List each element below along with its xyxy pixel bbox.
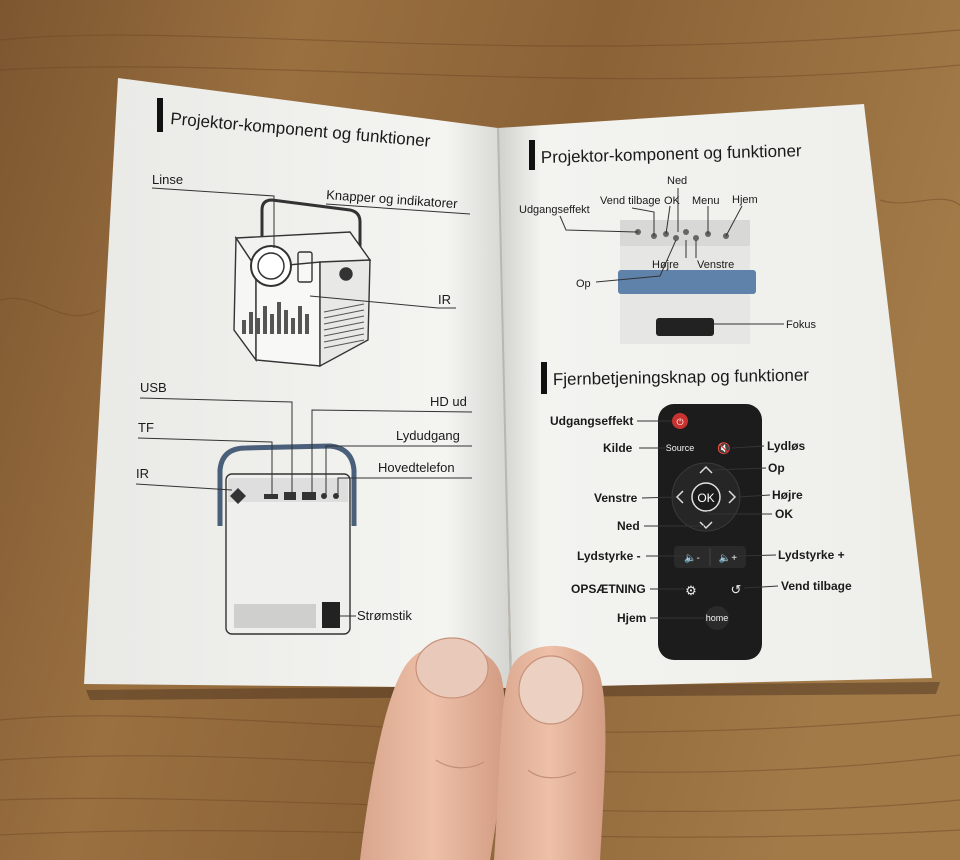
label-ir-front: IR [438, 292, 451, 307]
label-power-socket: Strømstik [357, 608, 412, 623]
title-bar-marker-remote [541, 362, 547, 394]
left-thumbnail [415, 637, 489, 699]
label-headphone: Hovedtelefon [378, 460, 455, 475]
volume-down-icon: 🔈- [684, 553, 700, 564]
panel-label-down: Ned [667, 175, 687, 187]
chevron-up-icon [699, 465, 713, 474]
left-thumb [360, 644, 505, 860]
remote-label-source: Kilde [603, 441, 633, 455]
remote-label-back: Vend tilbage [781, 579, 852, 593]
mute-icon: 🔇 [717, 442, 731, 455]
panel-label-menu: Menu [692, 195, 720, 207]
remote-power-button [672, 413, 688, 429]
remote-label-volume-down: Lydstyrke - [577, 549, 641, 563]
remote-key-source: Source [666, 443, 695, 453]
speaker-grille-front [242, 302, 309, 334]
book-spine [497, 127, 512, 689]
panel-label-up: Op [576, 278, 591, 290]
remote-label-up: Op [768, 461, 785, 475]
remote-ok-button [691, 482, 721, 512]
side-vent [323, 303, 365, 349]
label-audio-out: Lydudgang [396, 428, 460, 443]
remote-control: ⏻ Source 🔇 OK 🔈- 🔈+ ⚙ ↺ home [658, 404, 762, 660]
remote-label-volume-up: Lydstyrke + [778, 548, 845, 562]
right-thumbnail [518, 655, 584, 725]
remote-section-title: Fjernbetjeningsknap og funktioner [553, 366, 810, 389]
panel-label-left: Venstre [697, 259, 734, 271]
remote-label-settings: OPSÆTNING [571, 582, 646, 596]
label-ir-back: IR [136, 466, 149, 481]
remote-label-mute: Lydløs [767, 439, 806, 453]
rear-vent-dots [234, 604, 316, 628]
hand [360, 637, 606, 860]
label-usb: USB [140, 380, 167, 395]
title-bar-marker [157, 98, 163, 132]
remote-label-home: Hjem [617, 611, 646, 625]
panel-label-ok: OK [664, 195, 681, 207]
remote-key-ok: OK [697, 491, 714, 505]
remote-home-button [705, 606, 729, 630]
remote-label-left: Venstre [594, 491, 638, 505]
panel-label-right: Højre [652, 259, 679, 271]
remote-label-ok: OK [775, 507, 793, 521]
remote-key-home: home [706, 613, 729, 623]
panel-label-power: Udgangseffekt [519, 204, 590, 216]
label-lens: Linse [152, 172, 183, 187]
control-panel-photo [618, 220, 756, 344]
panel-label-focus: Fokus [786, 319, 816, 331]
chevron-right-icon [728, 490, 737, 504]
title-bar-marker-right [529, 140, 535, 170]
volume-up-icon: 🔈+ [719, 553, 737, 564]
label-tf: TF [138, 420, 154, 435]
remote-label-power: Udgangseffekt [550, 414, 633, 428]
back-arrow-icon: ↺ [731, 582, 742, 597]
projector-back-drawing [217, 443, 357, 635]
panel-label-back: Vend tilbage [600, 195, 661, 207]
left-page [84, 78, 510, 688]
svg-text:⏻: ⏻ [676, 417, 683, 427]
right-page [498, 104, 932, 688]
chevron-down-icon [699, 521, 713, 530]
chevron-left-icon [675, 490, 684, 504]
remote-label-right: Højre [772, 488, 803, 502]
remote-label-down: Ned [617, 519, 640, 533]
gear-icon: ⚙ [685, 583, 697, 598]
panel-label-home: Hjem [732, 194, 758, 206]
label-hd-out: HD ud [430, 394, 467, 409]
